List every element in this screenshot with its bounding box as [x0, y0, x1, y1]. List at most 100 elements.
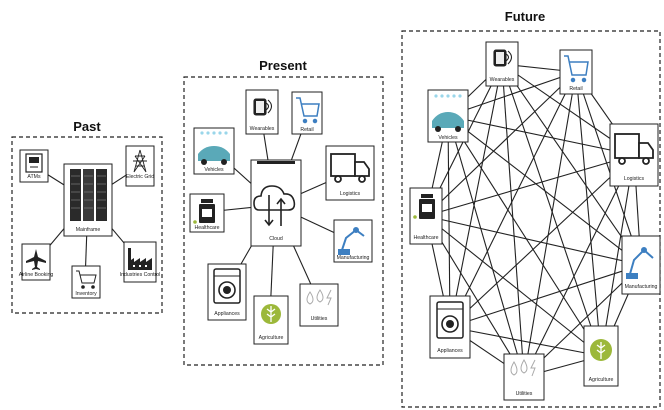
wheat-icon: [261, 304, 281, 324]
car-icon: [198, 131, 230, 165]
pill-bottle-icon: [413, 194, 435, 219]
svg-text:Agriculture: Agriculture: [589, 377, 614, 383]
wheat-icon: [590, 339, 612, 361]
mesh-edge: [501, 63, 525, 378]
airplane-icon: [26, 249, 46, 270]
mesh-edge: [575, 71, 602, 357]
mesh-edge: [523, 71, 577, 378]
washing-machine-icon: [436, 301, 464, 339]
cloud-sync-icon: [253, 185, 296, 227]
mesh-edge: [447, 115, 525, 378]
past-node-electric-grid: Electric Grid: [125, 145, 155, 187]
drops-lightning-icon: [306, 289, 332, 306]
svg-text:ATMs: ATMs: [27, 174, 41, 180]
atm-icon: [25, 153, 43, 173]
svg-text:Wearables: Wearables: [250, 126, 275, 132]
svg-text:Wearables: Wearables: [490, 77, 515, 83]
mesh-edge: [425, 154, 635, 217]
mesh-edge: [449, 63, 503, 328]
mesh-edge: [447, 115, 635, 156]
svg-text:Inventory: Inventory: [75, 291, 97, 297]
svg-text:Vehicles: Vehicles: [204, 167, 224, 173]
mesh-edge: [501, 63, 642, 266]
present-node-logistics: Logistics: [325, 145, 375, 201]
future-node-logistics: Logistics: [609, 123, 659, 187]
power-tower-icon: [133, 149, 147, 173]
future-panel: Future Wearables Retail: [401, 9, 661, 408]
past-hub-label: Mainframe: [76, 227, 101, 233]
past-node-airline-booking: Airline Booking: [19, 243, 54, 281]
factory-icon: [128, 248, 152, 270]
past-node-industries-control: Industries Control: [120, 241, 160, 283]
present-panel: Present Cloud: [183, 58, 384, 366]
svg-text:Logistics: Logistics: [340, 191, 361, 197]
past-node-inventory: Inventory: [71, 265, 101, 299]
robot-arm-icon: [626, 247, 654, 279]
mesh-edge: [449, 264, 642, 328]
truck-icon: [330, 153, 370, 183]
shopping-cart-icon: [76, 270, 97, 289]
mesh-edge: [449, 71, 577, 328]
mesh-edge: [447, 71, 577, 117]
car-icon: [432, 94, 464, 132]
future-node-wearables: Wearables: [485, 41, 519, 87]
mesh-edge: [501, 63, 602, 357]
future-frame: [401, 30, 661, 408]
pill-bottle-icon: [193, 199, 215, 224]
future-title: Future: [505, 9, 545, 24]
server-rack-icon: [70, 169, 107, 221]
mesh-edge: [425, 215, 602, 357]
svg-text:Utilities: Utilities: [516, 391, 533, 397]
present-node-healthcare: Healthcare: [189, 193, 225, 233]
present-node-utilities: Utilities: [299, 283, 339, 327]
present-node-retail: Retail: [291, 91, 323, 135]
washing-machine-icon: [213, 268, 241, 304]
drops-lightning-icon: [510, 359, 536, 377]
mesh-edge: [449, 154, 635, 328]
mesh-edge: [523, 154, 635, 378]
svg-text:Logistics: Logistics: [624, 176, 645, 182]
present-node-manufacturing: Manufacturing: [333, 219, 373, 263]
mesh-edge: [600, 154, 635, 357]
future-node-utilities: Utilities: [503, 353, 545, 401]
robot-arm-icon: [338, 227, 365, 255]
mesh-edge: [447, 115, 602, 357]
smartwatch-icon: [253, 98, 273, 116]
past-panel: Past Mainframe: [11, 119, 163, 314]
future-node-agriculture: Agriculture: [583, 325, 619, 387]
svg-text:Manufacturing: Manufacturing: [337, 255, 370, 261]
svg-text:Vehicles: Vehicles: [438, 135, 458, 141]
future-node-vehicles: Vehicles: [427, 89, 469, 143]
future-node-healthcare: Healthcare: [409, 187, 443, 245]
svg-text:Retail: Retail: [569, 86, 582, 92]
past-title: Past: [73, 119, 101, 134]
future-node-appliances: Appliances: [429, 295, 471, 359]
mesh-edge: [575, 71, 642, 266]
svg-text:Utilities: Utilities: [311, 316, 328, 322]
svg-text:Manufacturing: Manufacturing: [625, 284, 658, 290]
future-node-retail: Retail: [559, 49, 593, 95]
present-node-agriculture: Agriculture: [253, 295, 289, 345]
svg-text:Airline Booking: Airline Booking: [19, 272, 54, 278]
present-hub-cloud: Cloud: [250, 159, 302, 247]
future-node-manufacturing: Manufacturing: [621, 235, 661, 295]
mesh-edge: [425, 71, 577, 217]
svg-text:Appliances: Appliances: [214, 311, 240, 317]
truck-icon: [614, 133, 654, 165]
present-frame: [183, 76, 384, 366]
present-node-vehicles: Vehicles: [193, 127, 235, 175]
svg-text:Agriculture: Agriculture: [259, 335, 284, 341]
svg-text:Retail: Retail: [300, 127, 313, 133]
present-hub-label: Cloud: [269, 236, 283, 242]
svg-text:Healthcare: Healthcare: [413, 235, 438, 241]
present-node-wearables: Wearables: [245, 89, 279, 135]
svg-text:Electric Grid: Electric Grid: [126, 174, 154, 180]
present-title: Present: [259, 58, 307, 73]
svg-text:Healthcare: Healthcare: [194, 225, 219, 231]
past-hub-mainframe: Mainframe: [63, 163, 113, 237]
past-node-atms: ATMs: [19, 149, 49, 183]
shopping-cart-icon: [564, 55, 589, 83]
mesh-edge: [447, 115, 642, 266]
mesh-edge: [449, 326, 602, 357]
